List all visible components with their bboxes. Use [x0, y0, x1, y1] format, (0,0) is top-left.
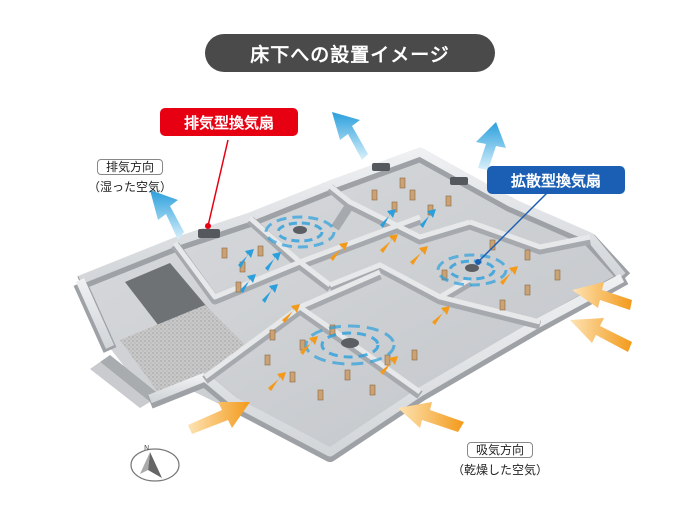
floor-posts [221, 177, 561, 401]
exhaust-fan-icon [198, 163, 468, 238]
leader-lines [205, 139, 549, 265]
page-title: 床下への設置イメージ [205, 34, 495, 72]
exhaust-direction-label: 排気方向 [96, 159, 163, 175]
compass-icon: N [130, 444, 180, 482]
exhaust-direction-note: 排気方向 （湿った空気） [70, 157, 190, 197]
diffusion-fan-icon [264, 215, 508, 366]
intake-direction-note: 吸気方向 （乾燥した空気） [440, 440, 560, 480]
exhaust-fan-label: 排気型換気扇 [160, 108, 298, 136]
internal-airflow-arrows [238, 209, 518, 391]
diffusion-fan-label: 拡散型換気扇 [487, 166, 625, 194]
intake-air-label: （乾燥した空気） [451, 463, 548, 477]
intake-arrows [188, 282, 632, 434]
intake-direction-label: 吸気方向 [466, 442, 533, 458]
exhaust-arrows [150, 112, 506, 240]
svg-text:N: N [144, 444, 149, 452]
exhaust-air-label: （湿った空気） [87, 180, 172, 194]
